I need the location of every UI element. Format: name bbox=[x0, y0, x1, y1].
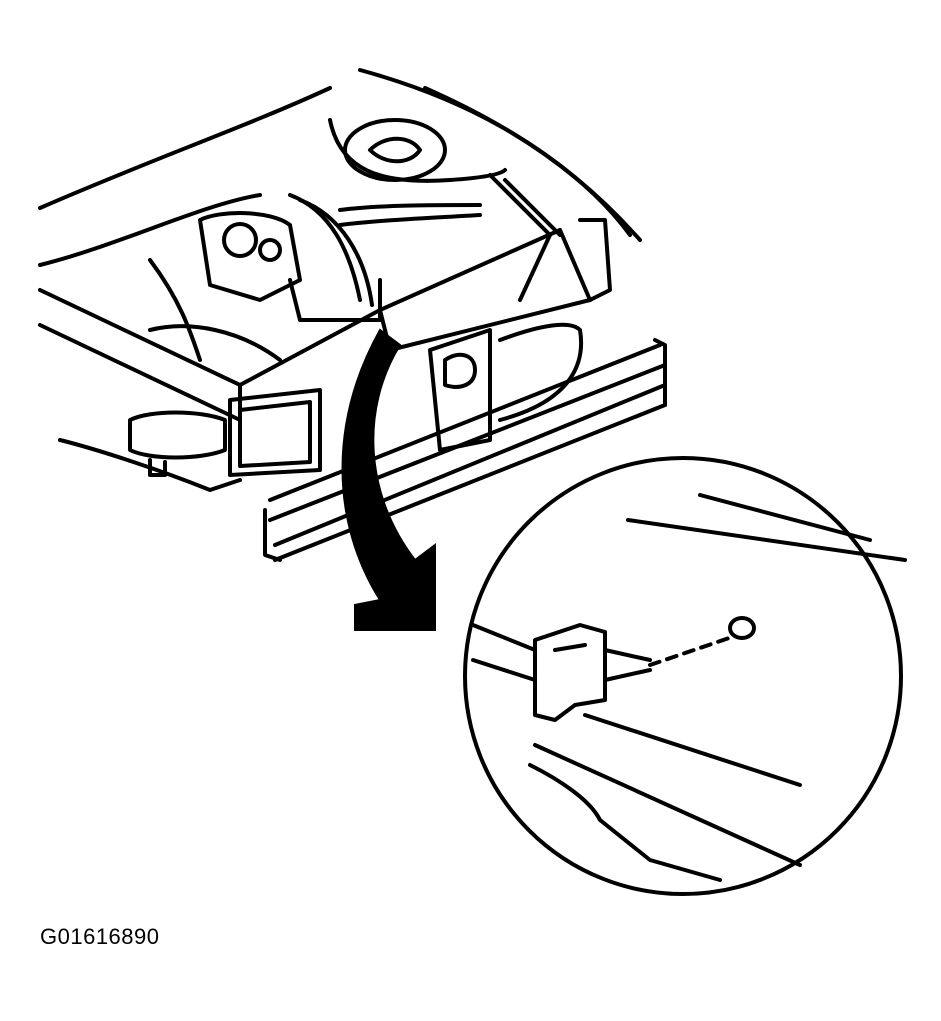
hood-latch bbox=[428, 322, 584, 452]
figure-id-label: G01616890 bbox=[40, 924, 160, 949]
callout-arrow bbox=[341, 328, 436, 631]
hood-outline bbox=[38, 68, 642, 267]
radiator-support bbox=[38, 218, 612, 477]
detail-view bbox=[463, 456, 907, 896]
front-bumper bbox=[263, 338, 667, 562]
headlamp-assembly bbox=[58, 410, 242, 492]
